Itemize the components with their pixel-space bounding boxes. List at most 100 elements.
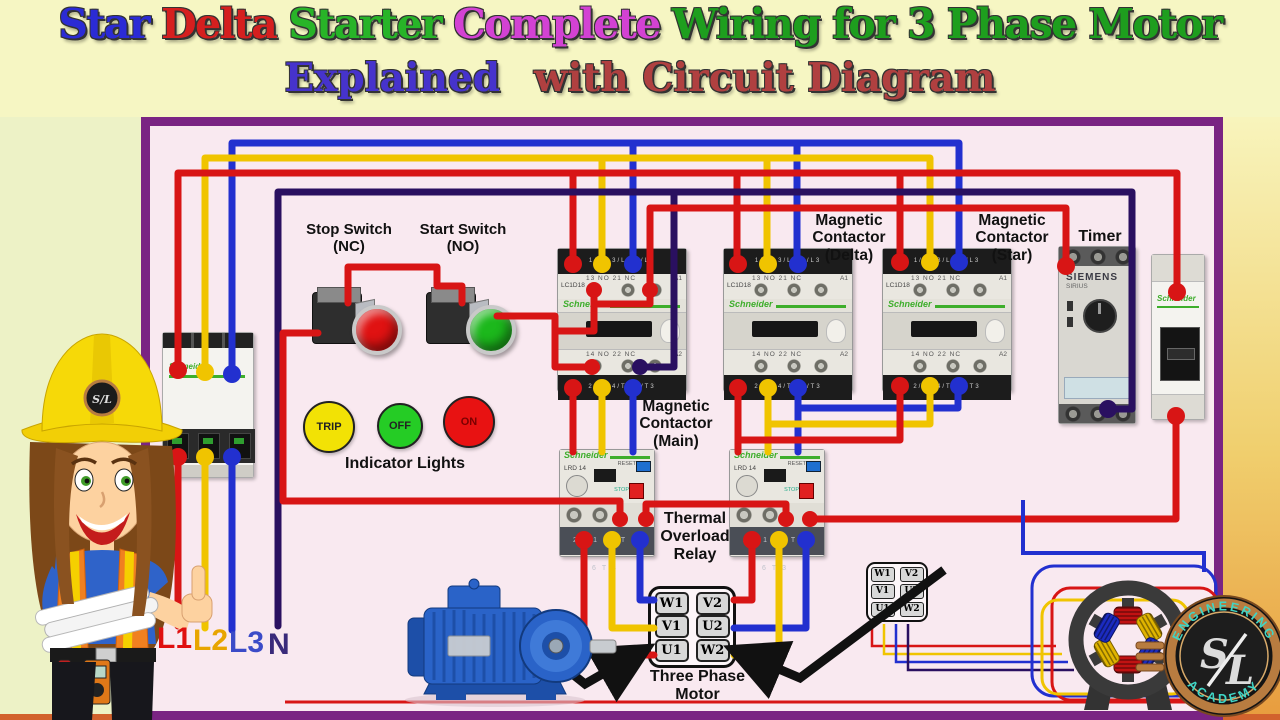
schneider-logo-text: Schneider [564, 450, 608, 460]
contactor-body [883, 312, 1011, 350]
contactor-main: 1/L1 3/L2 5/L3 LC1D18 13 NO 21 NC A1 Sch… [557, 248, 687, 400]
breaker-toggle-icon[interactable] [1160, 327, 1200, 381]
title-word-wiring: Wiring for 3 Phase Motor [671, 0, 1223, 48]
sirius-series-text: SIRIUS [1066, 283, 1088, 290]
siemens-brand-text: SIEMENS [1066, 272, 1119, 283]
contactor-bottom-terminal-strip: 2/T1 4/T2 6/T3 [558, 375, 686, 400]
terminal-row: U1 W2 [868, 601, 926, 617]
contactor-top-terminal-strip: 1/L1 3/L2 5/L3 [558, 249, 686, 274]
contactor-aux-top-row: LC1D18 13 NO 21 NC A1 [558, 274, 686, 299]
relay-mid-panel: LRD 14 STOP [730, 463, 824, 503]
schneider-green-line [935, 305, 1005, 308]
contactor-bottom-terminal-labels: 2/T1 4/T2 6/T3 [588, 384, 656, 390]
terminal-v2: V2 [695, 592, 730, 616]
contactor-latch [660, 319, 680, 343]
phase-label-l1: L1 [157, 622, 193, 655]
schneider-green-line [610, 305, 680, 308]
schneider-logo-text: Schneider [888, 299, 932, 309]
contactor-a1-label: A1 [840, 275, 848, 282]
relay-current-dial[interactable] [566, 475, 588, 497]
stop-button[interactable] [352, 305, 402, 355]
start-switch-type: (NO) [446, 237, 480, 255]
relay-current-dial[interactable] [736, 475, 758, 497]
relay-mid-panel: LRD 14 STOP [560, 463, 654, 503]
schneider-logo-text: Schneider [169, 362, 208, 371]
mcb-toggle-row [163, 429, 255, 463]
contactor-model: LC1D18 [561, 282, 585, 289]
schneider-green-line [776, 305, 846, 308]
start-switch-label: Start Switch (NO) [407, 221, 519, 256]
contactor-aux-bottom-row: 14 NO 22 NC A2 [883, 350, 1011, 375]
terminal-u2: U2 [695, 615, 730, 639]
title-word-starter: Starter [288, 0, 442, 48]
title-word-explained: Explained [284, 55, 501, 101]
terminal-row: V1 U2 [868, 584, 926, 600]
start-switch-name: Start Switch [419, 221, 507, 238]
right-background-strip [1223, 117, 1280, 720]
breaker-brand-row: Schneider [1152, 282, 1204, 308]
stop-switch-type: (NC) [333, 237, 365, 255]
mcb-3pole: Schneider [162, 332, 255, 478]
contactor-aux-top-row: LC1D18 13 NO 21 NC A1 [883, 274, 1011, 299]
phase-label-n: N [268, 628, 290, 661]
stop-label: STOP [784, 487, 799, 493]
contactor-brand-row: Schneider [883, 299, 1011, 312]
contactor-window [752, 321, 818, 337]
mcb-toggle-icon[interactable] [228, 433, 251, 459]
relay-screw-row [560, 503, 654, 527]
schneider-logo-text: Schneider [729, 299, 773, 309]
terminal-w1: W1 [870, 567, 895, 583]
contactor-bottom-terminal-labels: 2/T1 4/T2 6/T3 [913, 384, 981, 390]
contactor-aux-bottom-row: 14 NO 22 NC A2 [724, 350, 852, 375]
left-background-strip [0, 117, 141, 720]
terminal-w1: W1 [654, 592, 689, 616]
contactor-aux-bottom-labels: 14 NO 22 NC [752, 351, 803, 358]
relay-window [764, 469, 786, 482]
terminal-row: W1 V2 [651, 592, 733, 616]
link-terminal-block: W1 V2 V1 U2 U1 W2 [866, 562, 928, 622]
contactor-a1-label: A1 [674, 275, 682, 282]
contactor-aux-bottom-row: 14 NO 22 NC A2 [558, 350, 686, 375]
terminal-u2: U2 [899, 584, 924, 600]
terminal-w2: W2 [899, 601, 924, 617]
contactor-aux-bottom-labels: 14 NO 22 NC [911, 351, 962, 358]
indicator-lights-caption: Indicator Lights [345, 455, 465, 472]
terminal-v1: V1 [654, 615, 689, 639]
terminal-v2: V2 [899, 567, 924, 583]
mcb-toggle-icon[interactable] [197, 433, 220, 459]
contactor-body [558, 312, 686, 350]
phase-label-l2: L2 [193, 624, 229, 657]
off-lamp: OFF [377, 403, 423, 449]
start-button[interactable] [466, 305, 516, 355]
breaker-top-terminal [1152, 255, 1204, 282]
relay-brand-row: Schneider RESET [730, 450, 824, 472]
timer-dial-knob[interactable] [1083, 299, 1117, 333]
relay-model: LRD 14 [734, 465, 757, 472]
schneider-logo-text: Schneider [1157, 294, 1196, 303]
relay-stop-button[interactable] [629, 483, 644, 499]
relay-stop-button[interactable] [799, 483, 814, 499]
timer-label-strip [1064, 377, 1134, 399]
mcb-toggle-icon[interactable] [167, 433, 190, 459]
stop-label: STOP [614, 487, 629, 493]
title-word-delta: Delta [161, 0, 278, 48]
contactor-aux-top-row: LC1D18 13 NO 21 NC A1 [724, 274, 852, 299]
terminal-u1: U1 [654, 638, 689, 662]
contactor-window [586, 321, 652, 337]
contactor-window [911, 321, 977, 337]
relay-model: LRD 14 [564, 465, 587, 472]
title-word-circuit-diagram: with Circuit Diagram [534, 55, 996, 101]
contactor-top-terminal-labels: 1/L1 3/L2 5/L3 [588, 258, 656, 264]
contactor-brand-row: Schneider [724, 299, 852, 312]
contactor-aux-top-labels: 13 NO 21 NC [752, 275, 803, 282]
contactor-a2-label: A2 [999, 351, 1007, 358]
contactor-latch [826, 319, 846, 343]
contactor-body [724, 312, 852, 350]
on-lamp: ON [443, 396, 495, 448]
mcb-terminal-strip [163, 333, 253, 348]
title-word-complete: Complete [453, 0, 661, 48]
schneider-logo-text: Schneider [563, 299, 607, 309]
